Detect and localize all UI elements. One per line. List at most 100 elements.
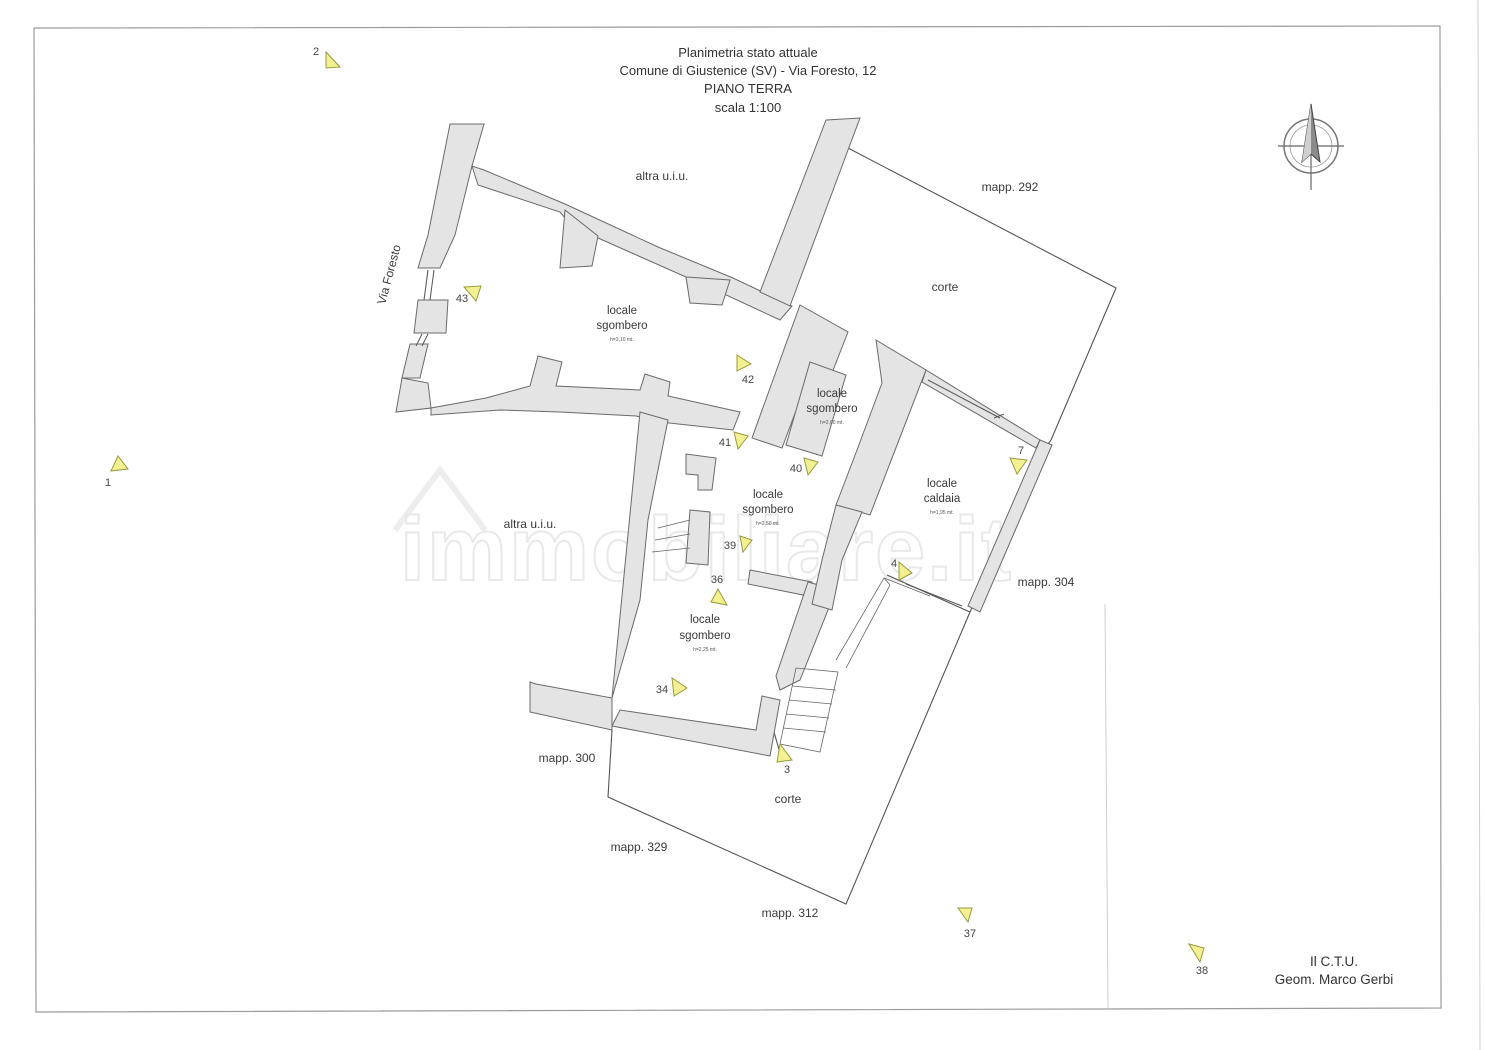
wall-west-lower — [401, 343, 429, 379]
room-label-caldaia: locale caldaia h=1,95 mt. — [924, 478, 961, 516]
photo-point-38: 38 — [1187, 943, 1208, 977]
svg-text:41: 41 — [719, 437, 731, 449]
photo-point-39: 39 — [724, 535, 753, 554]
wall-pier-north-1 — [559, 209, 599, 269]
svg-text:40: 40 — [790, 463, 802, 475]
camera-view-triangle-icon — [739, 535, 753, 554]
wall-caldaia-north — [921, 369, 1041, 449]
camera-view-triangle-icon — [957, 907, 973, 924]
wall-central-east — [835, 339, 927, 516]
svg-text:1: 1 — [105, 477, 111, 489]
wall-southwest-stub — [529, 681, 613, 731]
label-mapp-312: mapp. 312 — [762, 906, 819, 920]
svg-text:38: 38 — [1196, 965, 1208, 977]
photo-point-3: 3 — [776, 742, 793, 776]
title-line-1: Planimetria stato attuale — [678, 45, 817, 60]
label-corte-bottom: corte — [775, 792, 802, 806]
svg-text:h=2,60 mt.: h=2,60 mt. — [820, 420, 844, 426]
signature-role: Il C.T.U. — [1310, 954, 1358, 969]
label-corte-top: corte — [932, 280, 959, 294]
svg-text:7: 7 — [1018, 445, 1024, 457]
svg-text:42: 42 — [742, 374, 754, 386]
wall-caldaia-east — [967, 439, 1053, 613]
area-labels: altra u.i.u. altra u.i.u. mapp. 292 mapp… — [504, 169, 1075, 920]
sheet-border — [33, 0, 1481, 1050]
svg-text:2: 2 — [313, 46, 319, 58]
street-label: Via Foresto — [374, 243, 403, 306]
svg-text:39: 39 — [724, 540, 736, 552]
label-altra-uiu-top: altra u.i.u. — [636, 169, 689, 183]
wall-east-mid — [811, 504, 863, 611]
staircase — [651, 519, 931, 753]
photo-point-34: 34 — [656, 676, 688, 697]
photo-point-2: 2 — [313, 46, 342, 69]
photo-point-42: 42 — [736, 354, 754, 386]
svg-text:sgombero: sgombero — [742, 504, 793, 516]
camera-view-triangle-icon — [325, 50, 342, 69]
camera-view-triangle-icon — [736, 354, 753, 372]
svg-text:34: 34 — [656, 684, 668, 696]
wall-west-mid — [413, 299, 449, 334]
wall-west-upper — [417, 123, 485, 269]
signature-block: Il C.T.U. Geom. Marco Gerbi — [1275, 954, 1394, 987]
label-mapp-292: mapp. 292 — [982, 180, 1039, 194]
room-label-sgombero-2: locale sgombero h=2,60 mt. — [806, 388, 857, 426]
photo-markers: 1 2 3 4 7 34 36 37 — [105, 46, 1208, 977]
svg-text:sgombero: sgombero — [679, 630, 730, 642]
camera-view-triangle-icon — [776, 742, 793, 763]
room-label-sgombero-5: locale sgombero h=2,25 mt. — [679, 614, 730, 653]
camera-view-triangle-icon — [898, 560, 913, 581]
svg-text:37: 37 — [964, 928, 976, 940]
openings — [415, 269, 1005, 607]
label-mapp-300: mapp. 300 — [539, 751, 596, 765]
photo-point-37: 37 — [957, 907, 976, 940]
signature-name: Geom. Marco Gerbi — [1275, 972, 1394, 987]
svg-text:locale: locale — [927, 478, 957, 490]
title-block: Planimetria stato attuale Comune di Gius… — [620, 45, 877, 115]
wall-west-corner — [395, 377, 432, 413]
svg-text:36: 36 — [711, 574, 723, 586]
wall-pier-small — [685, 453, 717, 491]
camera-view-triangle-icon — [110, 455, 129, 472]
wall-south — [430, 355, 741, 431]
svg-text:h=2,25 mt.: h=2,25 mt. — [693, 647, 717, 653]
north-arrow-compass-icon — [1278, 103, 1344, 190]
photo-point-36: 36 — [710, 574, 728, 606]
svg-text:locale: locale — [607, 305, 637, 317]
svg-text:locale: locale — [817, 388, 847, 400]
wall-lower-south — [611, 695, 781, 757]
room-label-sgombero-1: locale sgombero h=3,10 mt. — [596, 305, 647, 343]
svg-text:locale: locale — [753, 489, 783, 501]
camera-view-triangle-icon — [710, 587, 728, 606]
building-walls — [395, 117, 1053, 757]
svg-text:3: 3 — [784, 764, 790, 776]
svg-text:43: 43 — [456, 293, 468, 305]
svg-text:sgombero: sgombero — [806, 403, 857, 415]
label-mapp-304: mapp. 304 — [1018, 575, 1075, 589]
camera-view-triangle-icon — [733, 431, 749, 451]
label-mapp-329: mapp. 329 — [611, 840, 668, 854]
wall-north — [471, 165, 793, 321]
photo-point-7: 7 — [1009, 445, 1028, 476]
wall-stair-pier — [685, 509, 711, 566]
title-line-4: scala 1:100 — [715, 100, 782, 115]
wall-central-inner — [785, 361, 847, 457]
camera-view-triangle-icon — [671, 676, 688, 697]
title-line-3: PIANO TERRA — [704, 81, 792, 96]
photo-point-41: 41 — [719, 431, 749, 451]
svg-text:sgombero: sgombero — [596, 320, 647, 332]
svg-text:h=3,10 mt.: h=3,10 mt. — [610, 337, 634, 343]
photo-point-1: 1 — [105, 455, 129, 489]
photo-point-4: 4 — [891, 558, 913, 581]
camera-view-triangle-icon — [1009, 457, 1028, 476]
room-label-sgombero-3: locale sgombero h=2,50 mt. — [742, 489, 793, 527]
svg-text:4: 4 — [891, 558, 897, 570]
photo-point-43: 43 — [456, 285, 482, 305]
wall-east-corte — [759, 117, 861, 307]
camera-view-triangle-icon — [803, 457, 819, 477]
svg-text:locale: locale — [690, 614, 720, 626]
wall-pier-north-2 — [685, 276, 731, 306]
svg-text:h=2,50 mt.: h=2,50 mt. — [756, 521, 780, 527]
photo-point-40: 40 — [790, 457, 819, 477]
